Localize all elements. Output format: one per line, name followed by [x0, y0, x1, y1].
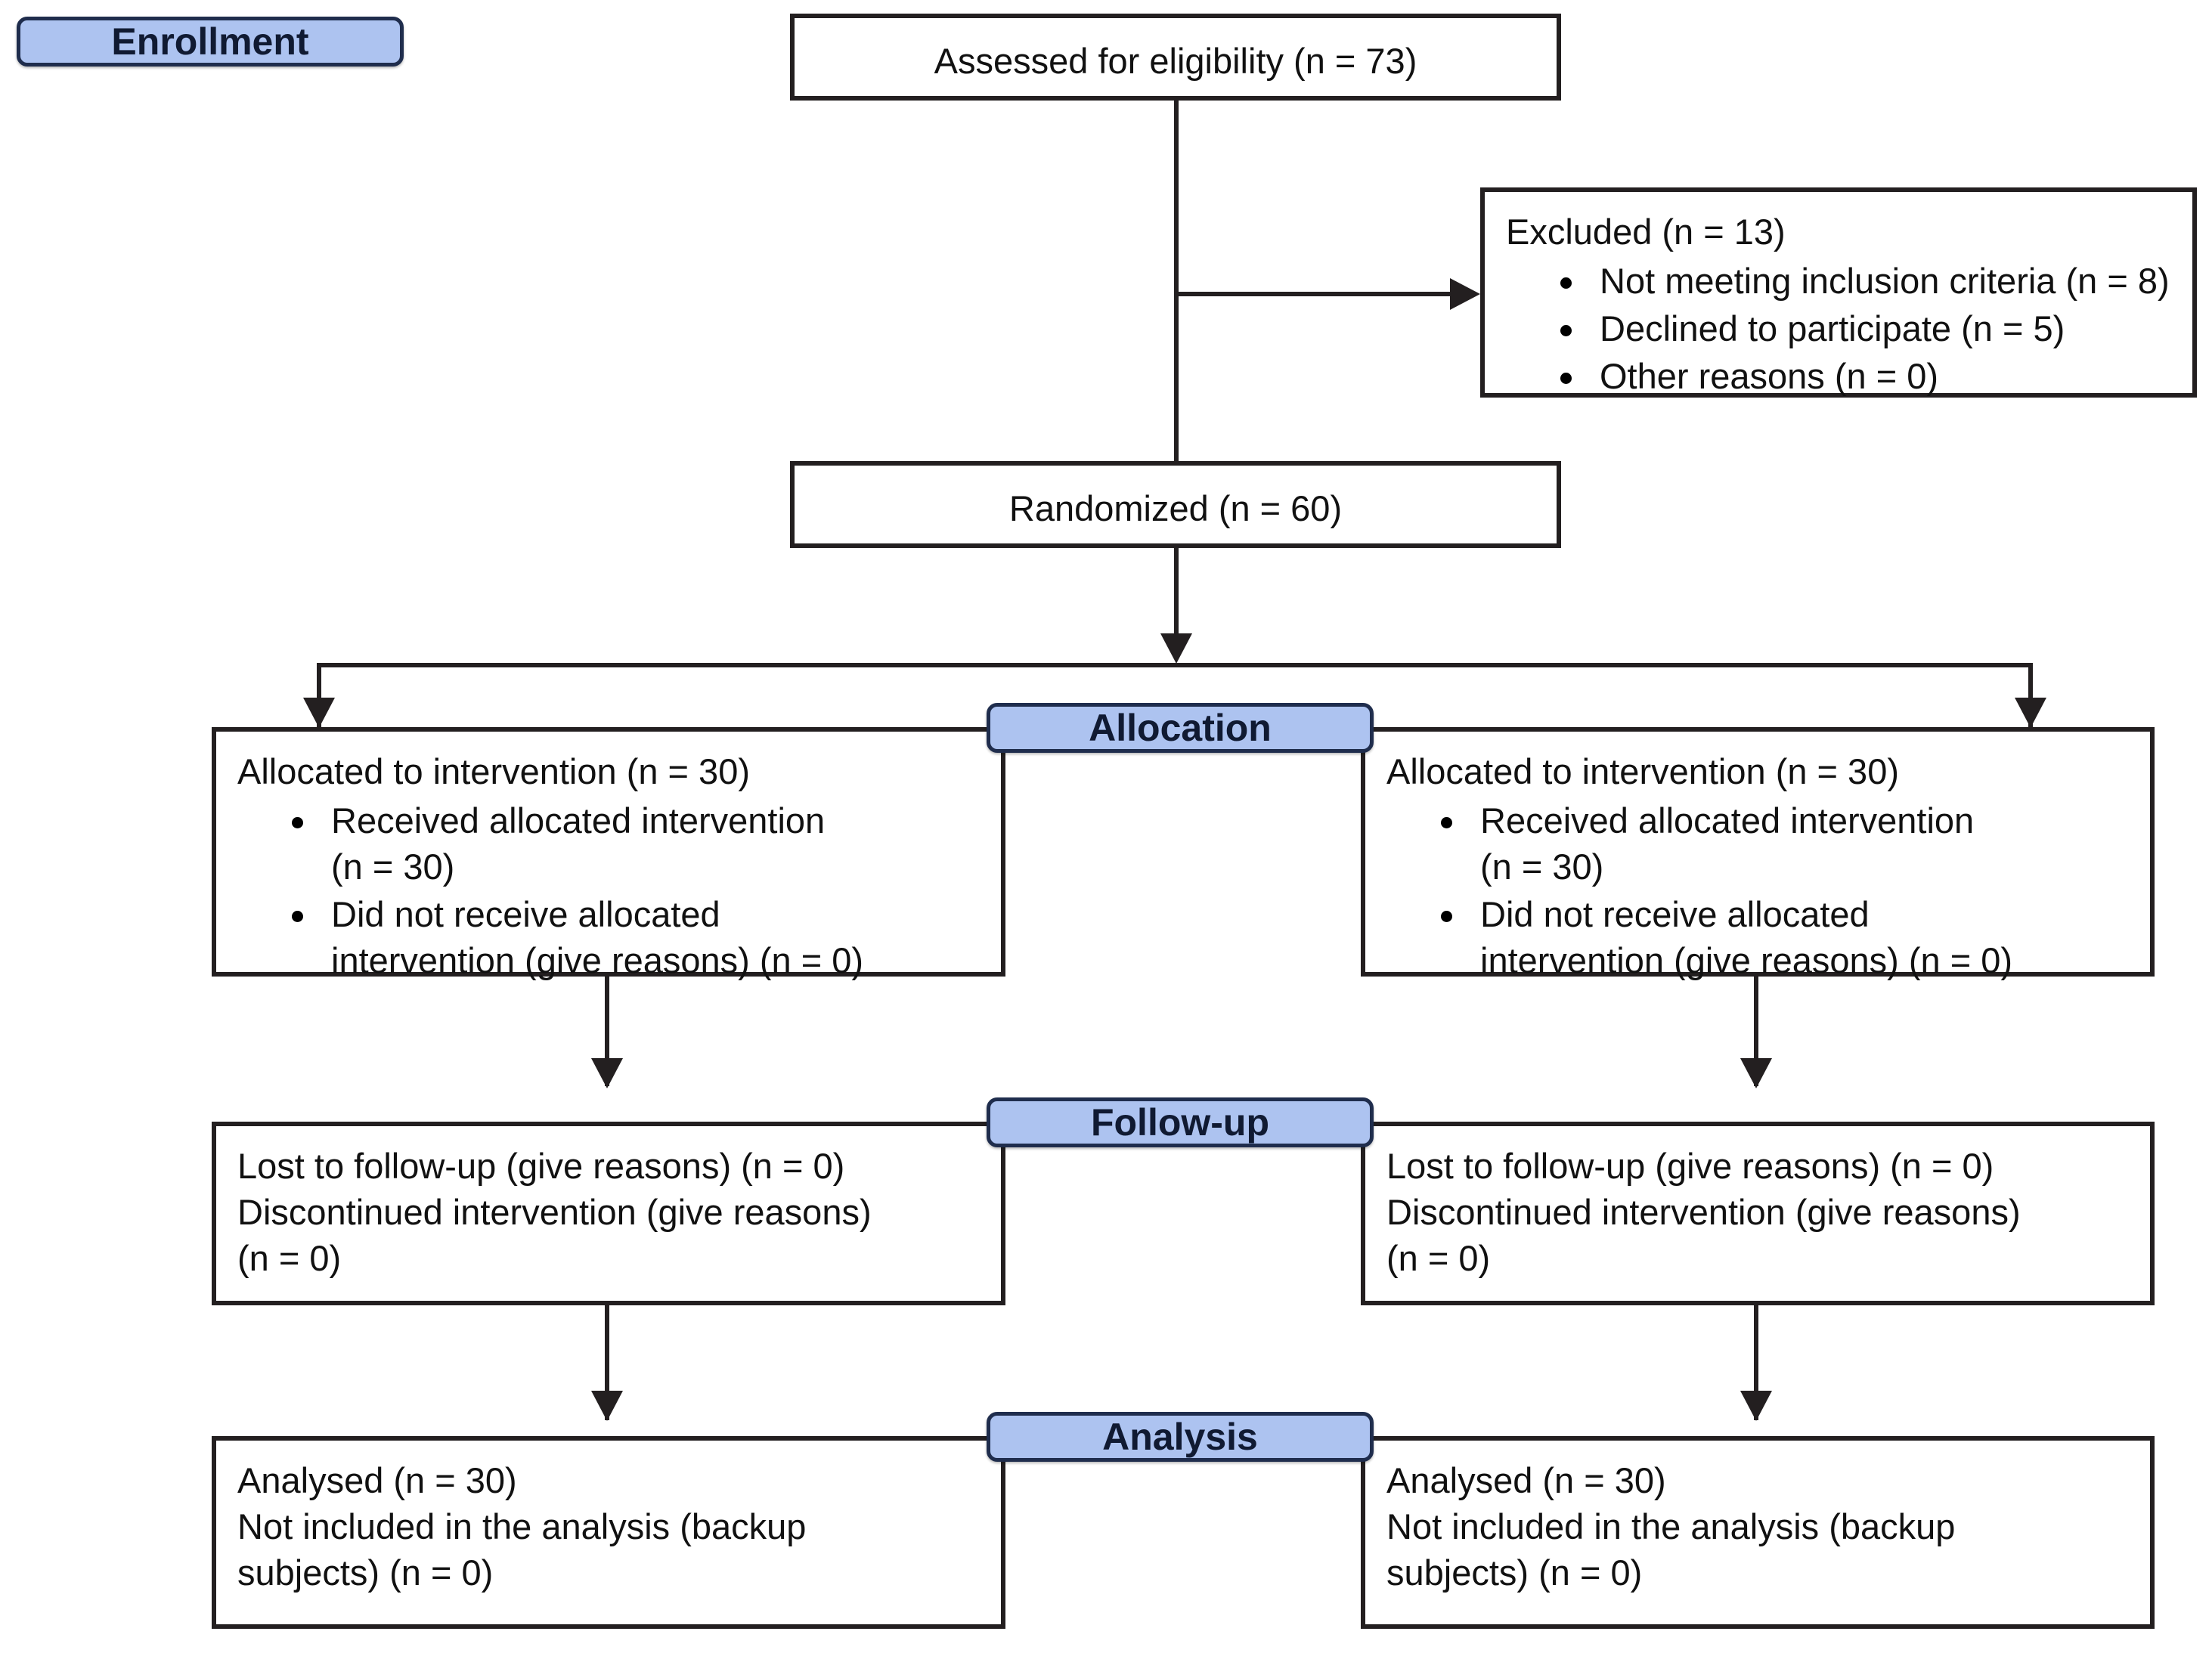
arrowhead-analysis-right: [1740, 1391, 1772, 1421]
box-allocation-left: Allocated to intervention (n = 30) Recei…: [212, 727, 1005, 980]
allocation-left-heading: Allocated to intervention (n = 30): [237, 751, 750, 791]
followup-right-line: Discontinued intervention (give reasons): [1386, 1192, 2021, 1233]
arrowhead-followup-left: [591, 1058, 623, 1088]
arrowhead-analysis-left: [591, 1391, 623, 1421]
list-item: Received allocated intervention (n = 30): [292, 797, 980, 890]
box-excluded: Excluded (n = 13) Not meeting inclusion …: [1480, 187, 2197, 398]
followup-left-line: Lost to follow-up (give reasons) (n = 0): [237, 1146, 845, 1186]
arrowhead-allocation-right: [2015, 698, 2046, 728]
stage-badge-followup-label: Follow-up: [1090, 1101, 1270, 1144]
arrowhead-to-excluded: [1450, 278, 1480, 310]
connector-split-bar: [317, 663, 2033, 667]
stage-badge-analysis-label: Analysis: [1102, 1416, 1258, 1458]
followup-right-line: Lost to follow-up (give reasons) (n = 0): [1386, 1146, 1994, 1186]
list-item: Declined to participate (n = 5): [1560, 305, 2171, 351]
box-allocation-right: Allocated to intervention (n = 30) Recei…: [1361, 727, 2155, 980]
stage-badge-allocation-label: Allocation: [1089, 707, 1272, 749]
box-followup-left: Lost to follow-up (give reasons) (n = 0)…: [212, 1122, 1005, 1305]
analysis-left-line: Not included in the analysis (backup: [237, 1506, 807, 1547]
list-item: Other reasons (n = 0): [1560, 353, 2171, 399]
allocation-left-bullets: Received allocated intervention (n = 30)…: [237, 797, 980, 983]
box-assessed-for-eligibility: Assessed for eligibility (n = 73): [790, 14, 1561, 101]
arrowhead-allocation-left: [303, 698, 335, 728]
analysis-left-line: Analysed (n = 30): [237, 1460, 517, 1500]
box-analysis-left: Analysed (n = 30) Not included in the an…: [212, 1436, 1005, 1629]
box-randomized: Randomized (n = 60): [790, 461, 1561, 548]
connector-split-left-drop: [317, 663, 321, 727]
connector-allocation-to-followup-right: [1754, 977, 1758, 1086]
allocation-right-heading: Allocated to intervention (n = 30): [1386, 751, 1899, 791]
connector-followup-to-analysis-left: [605, 1305, 609, 1420]
analysis-right-line: Not included in the analysis (backup: [1386, 1506, 1956, 1547]
connector-followup-to-analysis-right: [1754, 1305, 1758, 1420]
randomized-text: Randomized (n = 60): [1008, 488, 1343, 528]
connector-split-right-drop: [2028, 663, 2033, 727]
list-item: Received allocated intervention (n = 30): [1441, 797, 2129, 890]
list-item: Did not receive allocated intervention (…: [1441, 891, 2129, 983]
followup-right-line: (n = 0): [1386, 1238, 1491, 1279]
arrowhead-followup-right: [1740, 1058, 1772, 1088]
arrowhead-randomized-stem: [1160, 633, 1192, 664]
followup-left-line: (n = 0): [237, 1238, 342, 1279]
followup-left-line: Discontinued intervention (give reasons): [237, 1192, 872, 1233]
stage-badge-allocation: Allocation: [987, 703, 1374, 753]
box-followup-right: Lost to follow-up (give reasons) (n = 0)…: [1361, 1122, 2155, 1305]
allocation-right-bullets: Received allocated intervention (n = 30)…: [1386, 797, 2129, 983]
list-item: Not meeting inclusion criteria (n = 8): [1560, 258, 2171, 304]
assessed-text: Assessed for eligibility (n = 73): [934, 41, 1417, 81]
stage-badge-analysis: Analysis: [987, 1412, 1374, 1462]
connector-randomized-stem: [1174, 548, 1179, 646]
connector-allocation-to-followup-left: [605, 977, 609, 1086]
connector-assessed-to-randomized: [1174, 101, 1179, 461]
stage-badge-enrollment-label: Enrollment: [111, 20, 309, 63]
stage-badge-enrollment: Enrollment: [17, 17, 404, 67]
excluded-reason-list: Not meeting inclusion criteria (n = 8) D…: [1506, 258, 2171, 399]
analysis-left-line: subjects) (n = 0): [237, 1552, 494, 1593]
box-analysis-right: Analysed (n = 30) Not included in the an…: [1361, 1436, 2155, 1629]
analysis-right-line: subjects) (n = 0): [1386, 1552, 1643, 1593]
list-item: Did not receive allocated intervention (…: [292, 891, 980, 983]
analysis-right-line: Analysed (n = 30): [1386, 1460, 1666, 1500]
stage-badge-followup: Follow-up: [987, 1097, 1374, 1147]
connector-assessed-to-excluded: [1174, 292, 1454, 296]
excluded-heading: Excluded (n = 13): [1506, 212, 1786, 252]
